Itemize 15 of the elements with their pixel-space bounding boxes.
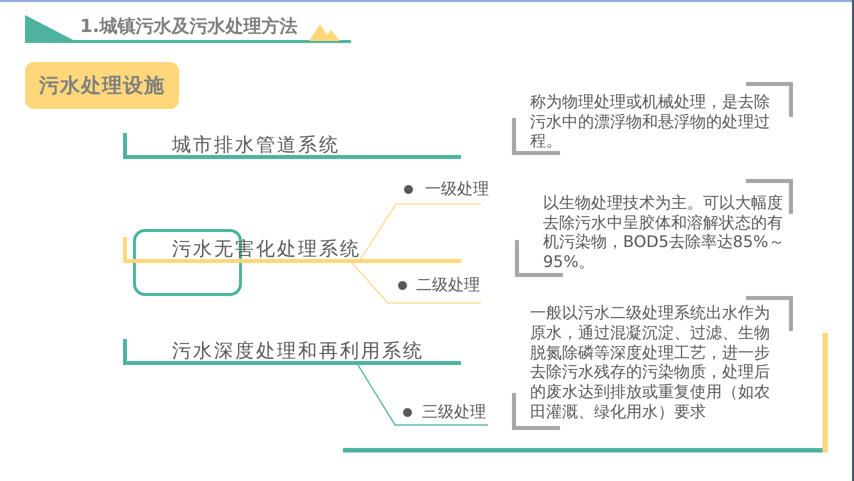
item-label: 一级处理 — [425, 179, 489, 199]
connector-line — [352, 262, 481, 304]
system-name: 城市排水管道系统 — [172, 135, 340, 155]
heading-bracket — [123, 237, 461, 263]
section-tag: 污水处理设施 — [25, 62, 179, 109]
description-text: 以生物处理技术为主。可以大幅度去除污水中呈胶体和溶解状态的有机污染物，BOD5去除率达85%～95%。 — [543, 193, 786, 272]
connector-line — [357, 364, 488, 426]
heading-bracket — [123, 339, 461, 365]
item-label: 三级处理 — [422, 402, 486, 422]
slide-title: 1.城镇污水及污水处理方法 — [80, 15, 298, 39]
item-label: 二级处理 — [416, 275, 480, 295]
system-name: 污水深度处理和再利用系统 — [172, 341, 424, 361]
description-text: 一般以污水二级处理系统出水作为原水，通过混凝沉淀、过滤、生物脱氮除磷等深度处理工艺，进一步去除污水残存的污染物质，处理后的废水达到排放或重复使用（如农田灌溉、绿化用水）要求 — [530, 303, 771, 422]
description-text: 称为物理处理或机械处理，是去除污水中的漂浮物和悬浮物的处理过程。 — [530, 92, 771, 150]
heading-bracket — [123, 133, 461, 159]
